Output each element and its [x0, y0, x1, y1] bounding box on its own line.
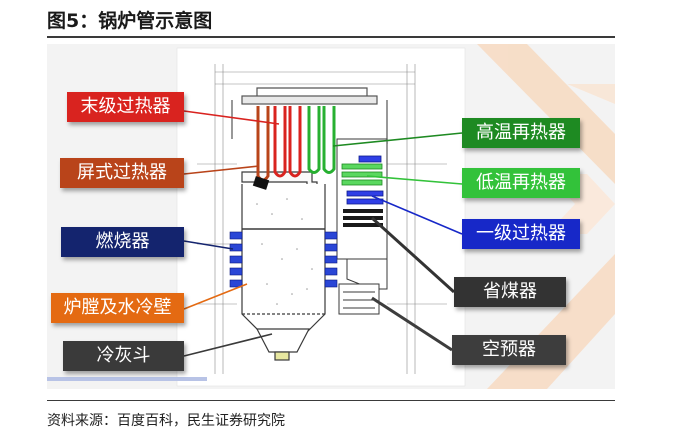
- furnace-interior-dots: [256, 198, 313, 305]
- drawing-caption-strip: [47, 377, 207, 381]
- label-primary-superheater: 一级过热器: [462, 219, 580, 249]
- figure-title: 图5：锅炉管示意图: [47, 10, 213, 32]
- nose-baffle: [252, 176, 270, 190]
- diagram-panel: 末级过热器 屏式过热器 燃烧器 炉膛及水冷壁 冷灰斗 高温再热器 低温再热器 一…: [47, 44, 615, 389]
- leader-lines: [183, 110, 463, 357]
- label-furnace-waterwall: 炉膛及水冷壁: [51, 293, 184, 323]
- title-rule: [47, 36, 615, 38]
- footer-rule: [47, 400, 615, 401]
- label-high-temp-reheater: 高温再热器: [462, 118, 580, 148]
- label-economizer: 省煤器: [454, 277, 566, 307]
- steam-drum: [231, 87, 388, 144]
- burner-blocks: [229, 231, 338, 288]
- steel-frame: [197, 64, 447, 374]
- label-platen-superheater: 屏式过热器: [60, 158, 184, 188]
- final-superheater-tubes: [273, 106, 302, 178]
- source-note: 资料来源：百度百科，民生证券研究院: [47, 413, 285, 429]
- furnace-body: [241, 171, 326, 340]
- high-temp-reheater-tubes: [307, 106, 336, 174]
- primary-superheater-tubes: [346, 155, 384, 205]
- label-final-superheater: 末级过热器: [67, 92, 184, 122]
- label-low-temp-reheater: 低温再热器: [462, 168, 580, 198]
- economizer-tubes: [343, 209, 383, 227]
- label-cold-ash-hopper: 冷灰斗: [63, 341, 184, 371]
- label-air-preheater: 空预器: [452, 335, 566, 365]
- low-temp-reheater-tubes: [341, 163, 383, 186]
- label-burner: 燃烧器: [61, 227, 184, 257]
